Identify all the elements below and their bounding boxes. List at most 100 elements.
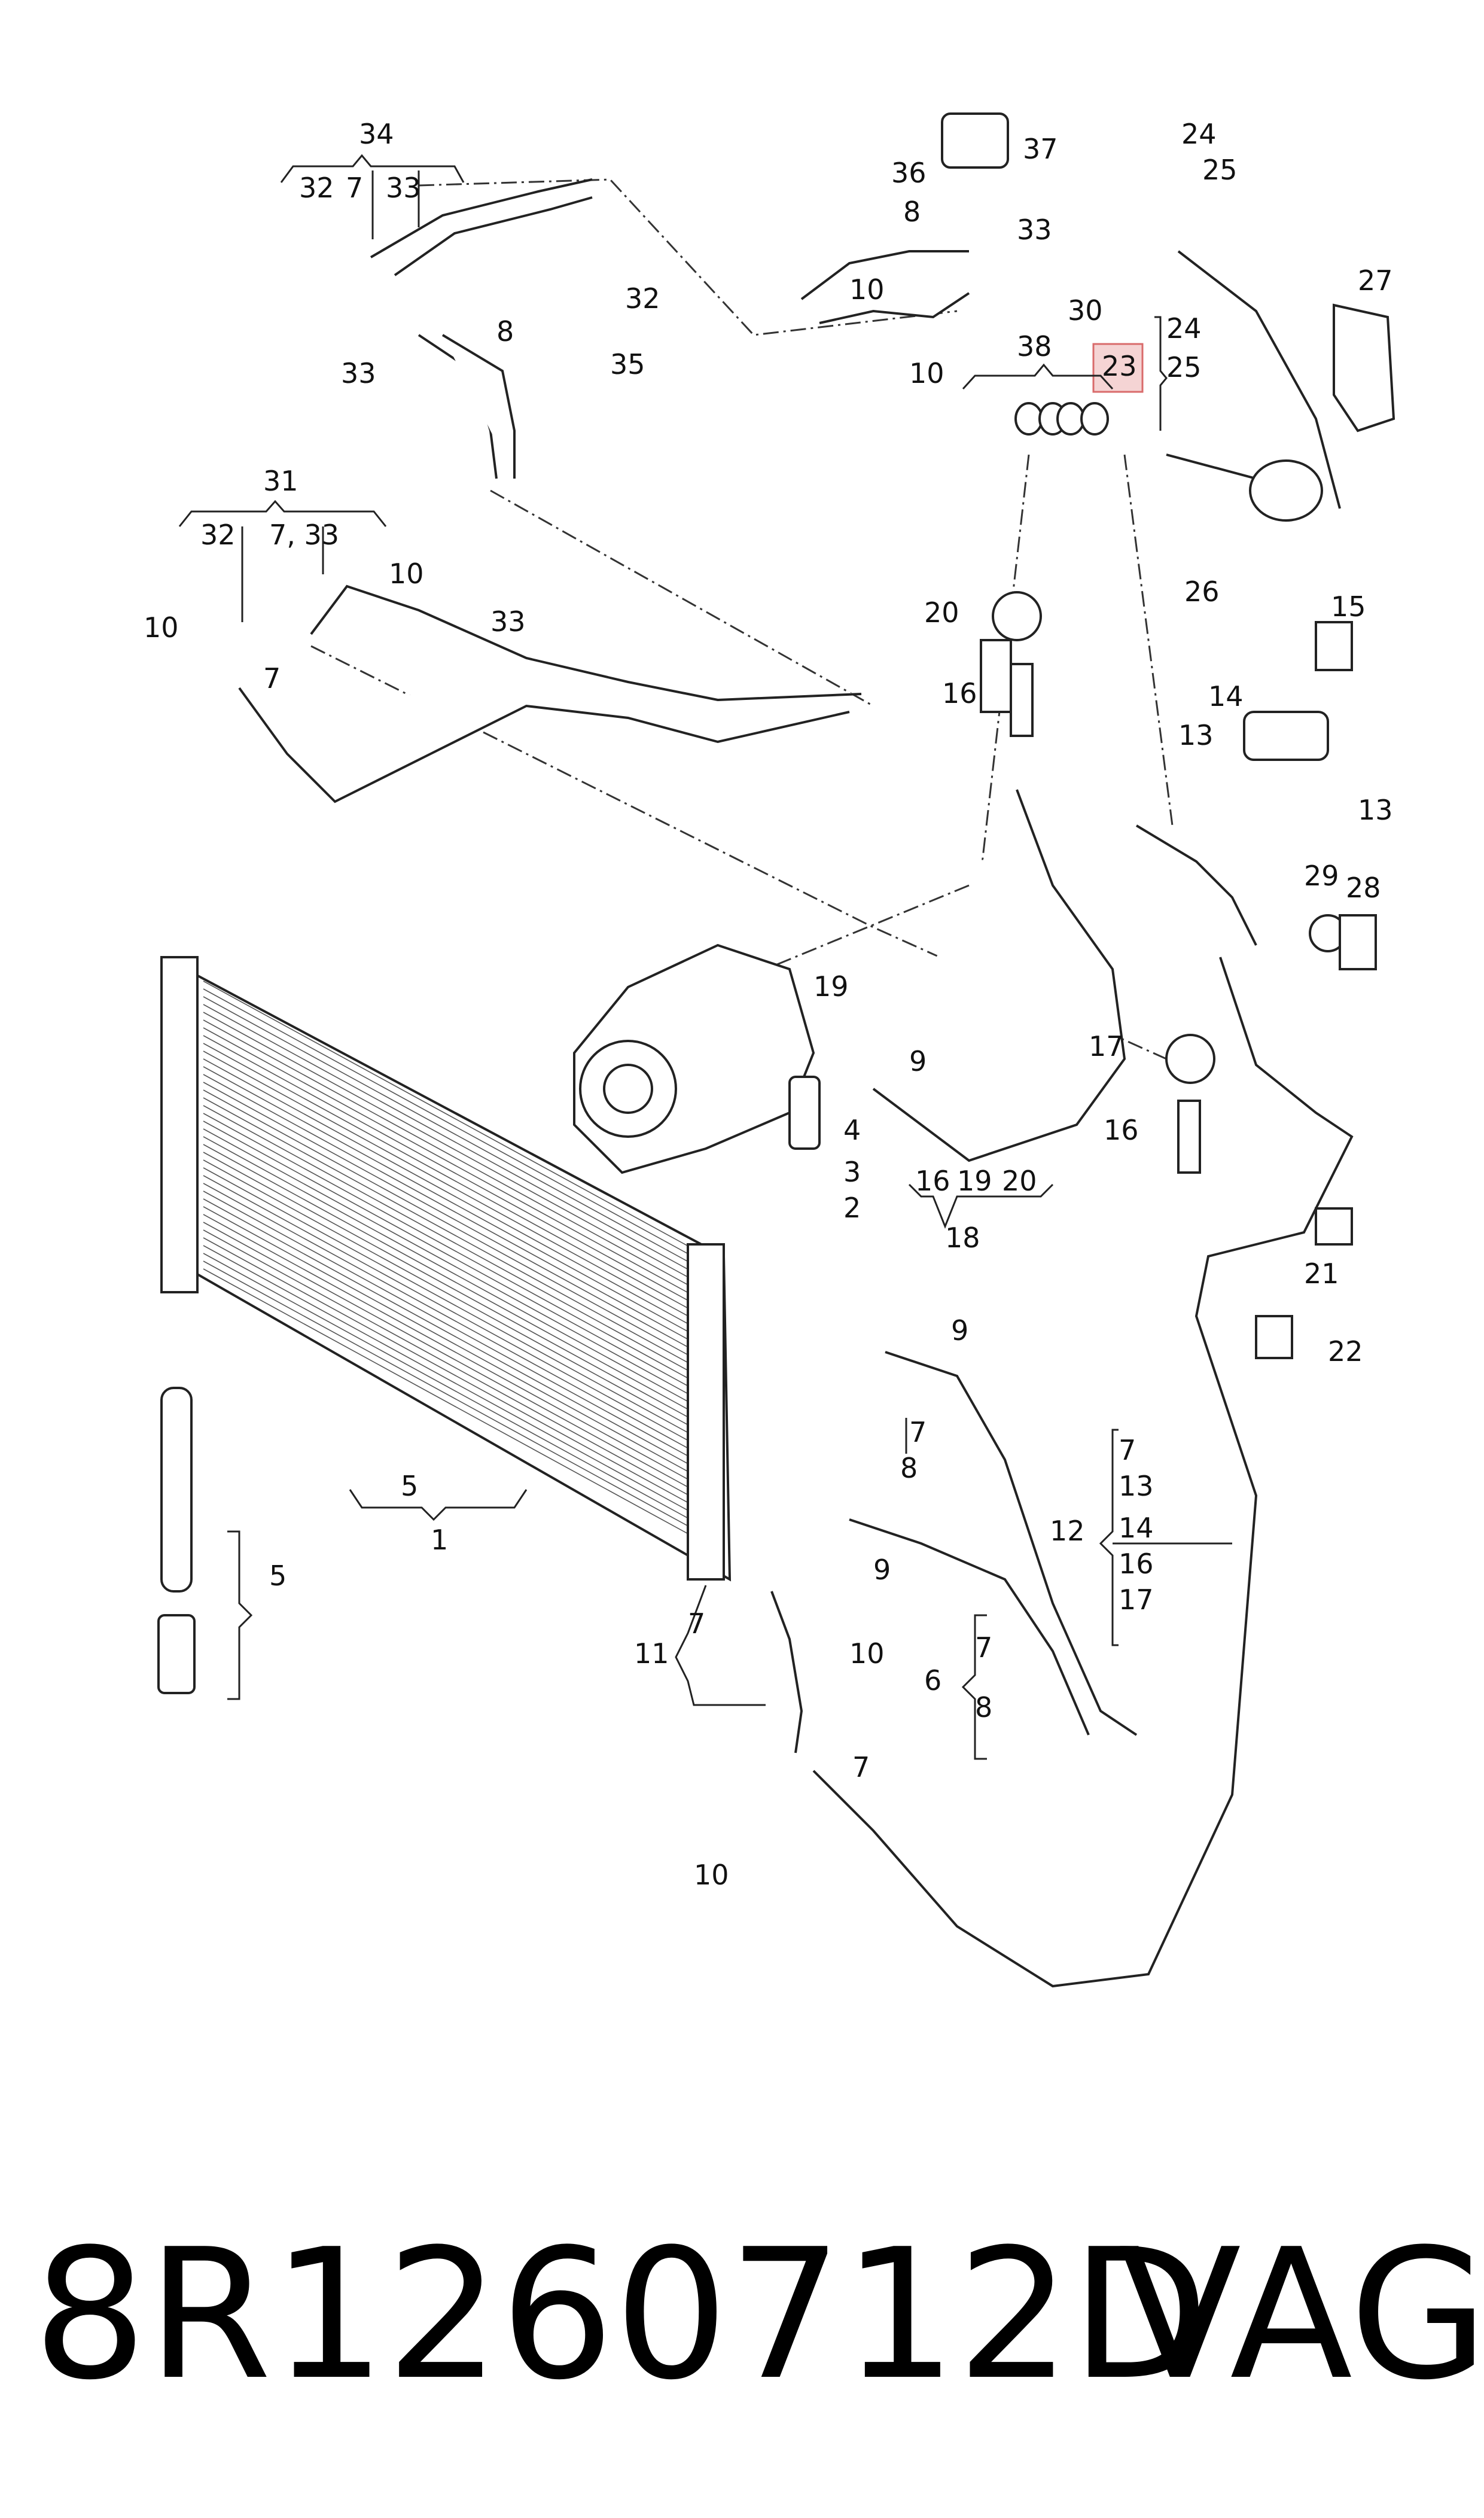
callout-c9c: 9	[873, 1554, 891, 1586]
condenser-fin	[203, 1066, 718, 1348]
condenser	[160, 956, 732, 1582]
condenser-fin	[203, 1105, 718, 1387]
callout-c35: 35	[610, 348, 645, 380]
callout-c25b: 25	[1166, 351, 1202, 383]
callout-c23: 23	[1102, 350, 1137, 382]
connector-lines	[310, 178, 1174, 1060]
condenser-fin	[203, 1159, 718, 1442]
callout-c7b: 7	[263, 662, 281, 695]
condenser-fin	[203, 1074, 718, 1356]
callout-c14: 14	[1208, 680, 1244, 713]
condenser-fin	[203, 1043, 718, 1325]
callout-c19b: 19	[957, 1165, 992, 1197]
callout-c17a: 17	[1089, 1030, 1124, 1062]
condenser-fin	[203, 1260, 718, 1543]
hose-upper-middle	[800, 112, 1009, 324]
callout-c30: 30	[1068, 294, 1103, 327]
condenser-fin	[203, 1144, 718, 1426]
callout-c20b: 20	[1002, 1165, 1037, 1197]
brackets	[178, 154, 1232, 1760]
callout-c5a: 5	[401, 1470, 418, 1502]
callout-c10e: 10	[849, 1637, 885, 1670]
hose-34	[370, 178, 593, 479]
callout-c2: 2	[843, 1192, 861, 1224]
callout-c11: 11	[634, 1637, 669, 1670]
condenser-fin	[203, 1012, 718, 1294]
callout-c7d: 7	[1119, 1434, 1136, 1466]
condenser-fin	[203, 1229, 718, 1512]
condenser-fin	[203, 1089, 718, 1372]
condenser-fin	[203, 1027, 718, 1310]
callout-c7e: 7	[688, 1607, 705, 1640]
condenser-fin	[203, 1214, 718, 1496]
callout-c31: 31	[263, 465, 298, 497]
callout-c7g: 7	[852, 1751, 870, 1783]
hose-6	[849, 1351, 1138, 1736]
condenser-fin	[203, 1051, 718, 1333]
callout-c32c: 32	[200, 519, 236, 551]
condenser-fin	[203, 1058, 718, 1341]
hose-central	[812, 789, 1354, 1988]
condenser-fin	[203, 981, 718, 1263]
condenser-fin	[203, 1097, 718, 1380]
callout-c20a: 20	[924, 596, 959, 629]
callout-c4: 4	[843, 1114, 861, 1146]
callout-c10a: 10	[849, 273, 885, 306]
condenser-fin	[203, 1198, 718, 1481]
condenser-fin	[203, 1004, 718, 1286]
compressor	[573, 943, 815, 1174]
condenser-fin	[203, 1113, 718, 1395]
condenser-fin	[203, 1167, 718, 1450]
condenser-fin	[203, 1245, 718, 1527]
callout-c13a: 13	[1178, 719, 1214, 751]
callout-c16b: 16	[915, 1165, 950, 1197]
callout-c28: 28	[1346, 872, 1381, 904]
part-number: 8R1260712D	[33, 2211, 1209, 2419]
condenser-fin	[203, 1191, 718, 1473]
condenser-fin	[203, 996, 718, 1278]
hose-11	[770, 1591, 803, 1753]
callout-c6: 6	[924, 1664, 941, 1697]
callout-c33b: 33	[341, 357, 376, 389]
condenser-fin	[203, 1035, 718, 1317]
callout-c34: 34	[359, 118, 394, 150]
callout-c32a: 32	[299, 172, 334, 204]
callout-c26: 26	[1184, 576, 1220, 608]
callout-c15: 15	[1331, 590, 1366, 623]
callout-c9b: 9	[951, 1314, 968, 1347]
callout-c13c: 13	[1119, 1470, 1154, 1502]
callout-c22: 22	[1328, 1335, 1363, 1368]
callout-c5b: 5	[269, 1560, 287, 1592]
hose-31	[238, 584, 862, 803]
callout-c37: 37	[1023, 133, 1058, 165]
callout-c8b: 8	[903, 196, 921, 228]
callout-c33a: 33	[386, 172, 421, 204]
callout-c32b: 32	[625, 282, 660, 315]
callout-c38: 38	[1017, 330, 1052, 363]
callout-c36: 36	[891, 157, 927, 189]
callout-c33c: 33	[1017, 214, 1052, 246]
callout-c27: 27	[1358, 264, 1393, 297]
condenser-fin	[203, 1183, 718, 1465]
condenser-fin	[203, 1268, 718, 1551]
condenser-fin	[203, 1082, 718, 1364]
callout-c10f: 10	[694, 1859, 729, 1891]
small-parts	[788, 402, 1377, 1359]
condenser-fin	[203, 1206, 718, 1488]
callout-c19: 19	[813, 970, 849, 1003]
callout-c16a: 16	[942, 677, 977, 710]
hose-24-25	[1166, 250, 1395, 522]
callout-c24b: 24	[1166, 312, 1202, 345]
callout-c14b: 14	[1119, 1512, 1154, 1544]
callout-c16c: 16	[1104, 1114, 1139, 1146]
callout-c13b: 13	[1358, 794, 1393, 826]
callout-c17b: 17	[1119, 1584, 1154, 1616]
callout-c3: 3	[843, 1156, 861, 1188]
callout-c7f: 7	[975, 1631, 992, 1664]
callout-c16d: 16	[1119, 1548, 1154, 1580]
callout-c12: 12	[1050, 1515, 1085, 1547]
callout-c29: 29	[1304, 860, 1339, 892]
condenser-fin	[203, 1019, 718, 1302]
condenser-fin	[203, 1136, 718, 1418]
